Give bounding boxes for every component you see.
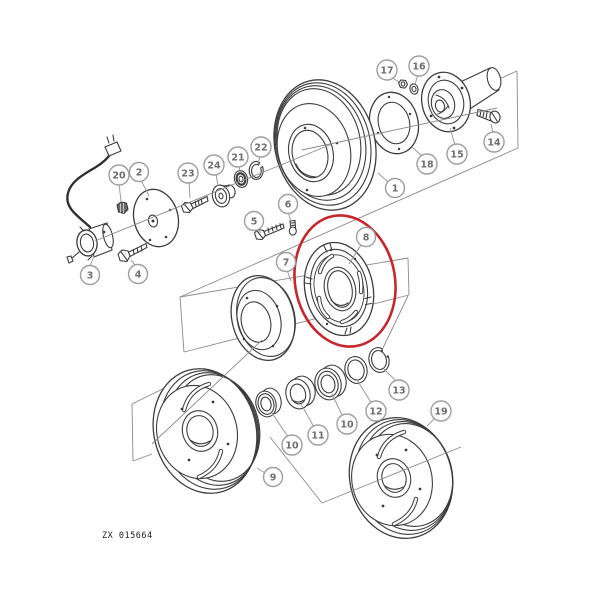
svg-text:17: 17	[380, 65, 393, 76]
part-3-sensor	[66, 134, 122, 264]
part-9-pulley	[152, 368, 261, 494]
callout-4: 4	[127, 263, 149, 285]
callout-6: 6	[277, 193, 299, 215]
svg-text:22: 22	[254, 142, 267, 153]
part-19-pulley	[348, 416, 454, 540]
axis-pulley-19	[269, 436, 462, 504]
callout-10b: 10	[336, 413, 358, 435]
svg-text:24: 24	[207, 160, 221, 171]
callouts: 1 2 3 4 5 6 7 8 9 10 11 10 12 13 14 15 1…	[79, 55, 505, 488]
svg-text:13: 13	[392, 385, 405, 396]
callout-24: 24	[203, 154, 225, 176]
callout-1: 1	[384, 177, 406, 199]
callout-12: 12	[365, 400, 387, 422]
callout-20: 20	[108, 164, 130, 186]
part-14-bolt	[476, 108, 501, 124]
svg-text:6: 6	[285, 199, 292, 210]
part-7-pulley-ring	[230, 274, 296, 362]
svg-text:1: 1	[392, 183, 399, 194]
svg-text:4: 4	[135, 269, 142, 280]
svg-text:14: 14	[487, 137, 501, 148]
callout-7: 7	[275, 251, 297, 273]
diagram-caption: ZX 015664	[102, 531, 153, 541]
svg-text:8: 8	[363, 232, 370, 243]
svg-text:23: 23	[181, 168, 194, 179]
callout-11: 11	[307, 424, 329, 446]
part-4-bolt	[117, 242, 148, 263]
callout-15: 15	[446, 143, 468, 165]
svg-text:20: 20	[112, 170, 126, 181]
part-10a-bearing	[255, 387, 282, 418]
svg-text:5: 5	[251, 216, 258, 227]
svg-text:12: 12	[369, 406, 382, 417]
svg-text:11: 11	[311, 430, 324, 441]
part-10b-bearing	[314, 364, 347, 401]
axis-lines	[94, 107, 498, 242]
part-13-snap-ring	[368, 346, 392, 373]
callout-23: 23	[177, 162, 199, 184]
part-17-nut	[397, 79, 409, 89]
part-11-bearing	[285, 375, 316, 410]
callout-17: 17	[376, 59, 398, 81]
axis-pulley-9	[151, 339, 263, 445]
callout-14: 14	[483, 131, 505, 153]
part-15-hub-shaft	[420, 67, 502, 133]
callout-3: 3	[79, 264, 101, 286]
part-24-bushing	[211, 184, 236, 208]
callout-21: 21	[227, 146, 249, 168]
svg-text:16: 16	[412, 61, 426, 72]
highlight-ellipse	[293, 214, 397, 348]
svg-text:18: 18	[420, 159, 434, 170]
svg-text:2: 2	[136, 167, 143, 178]
svg-text:15: 15	[450, 149, 463, 160]
svg-text:10: 10	[285, 440, 299, 451]
callout-2: 2	[128, 161, 150, 183]
svg-text:7: 7	[283, 257, 290, 268]
part-16-washer	[409, 83, 419, 95]
svg-text:9: 9	[270, 472, 277, 483]
callout-9: 9	[262, 466, 284, 488]
svg-text:21: 21	[231, 152, 244, 163]
part-8-backing-plate	[303, 241, 375, 337]
part-2-plate	[132, 188, 180, 248]
part-20-nut	[116, 201, 129, 215]
callout-18: 18	[416, 153, 438, 175]
svg-text:3: 3	[87, 270, 94, 281]
part-23-bolt	[180, 195, 209, 214]
callout-19: 19	[430, 400, 452, 422]
callout-22: 22	[250, 136, 272, 158]
svg-text:19: 19	[434, 406, 447, 417]
callout-16: 16	[408, 55, 430, 77]
part-21-washer	[233, 170, 249, 188]
callout-13: 13	[388, 379, 410, 401]
callout-10a: 10	[281, 434, 303, 456]
part-6-bolt	[288, 219, 297, 236]
svg-text:10: 10	[340, 419, 354, 430]
callout-8: 8	[355, 226, 377, 248]
callout-5: 5	[243, 210, 265, 232]
